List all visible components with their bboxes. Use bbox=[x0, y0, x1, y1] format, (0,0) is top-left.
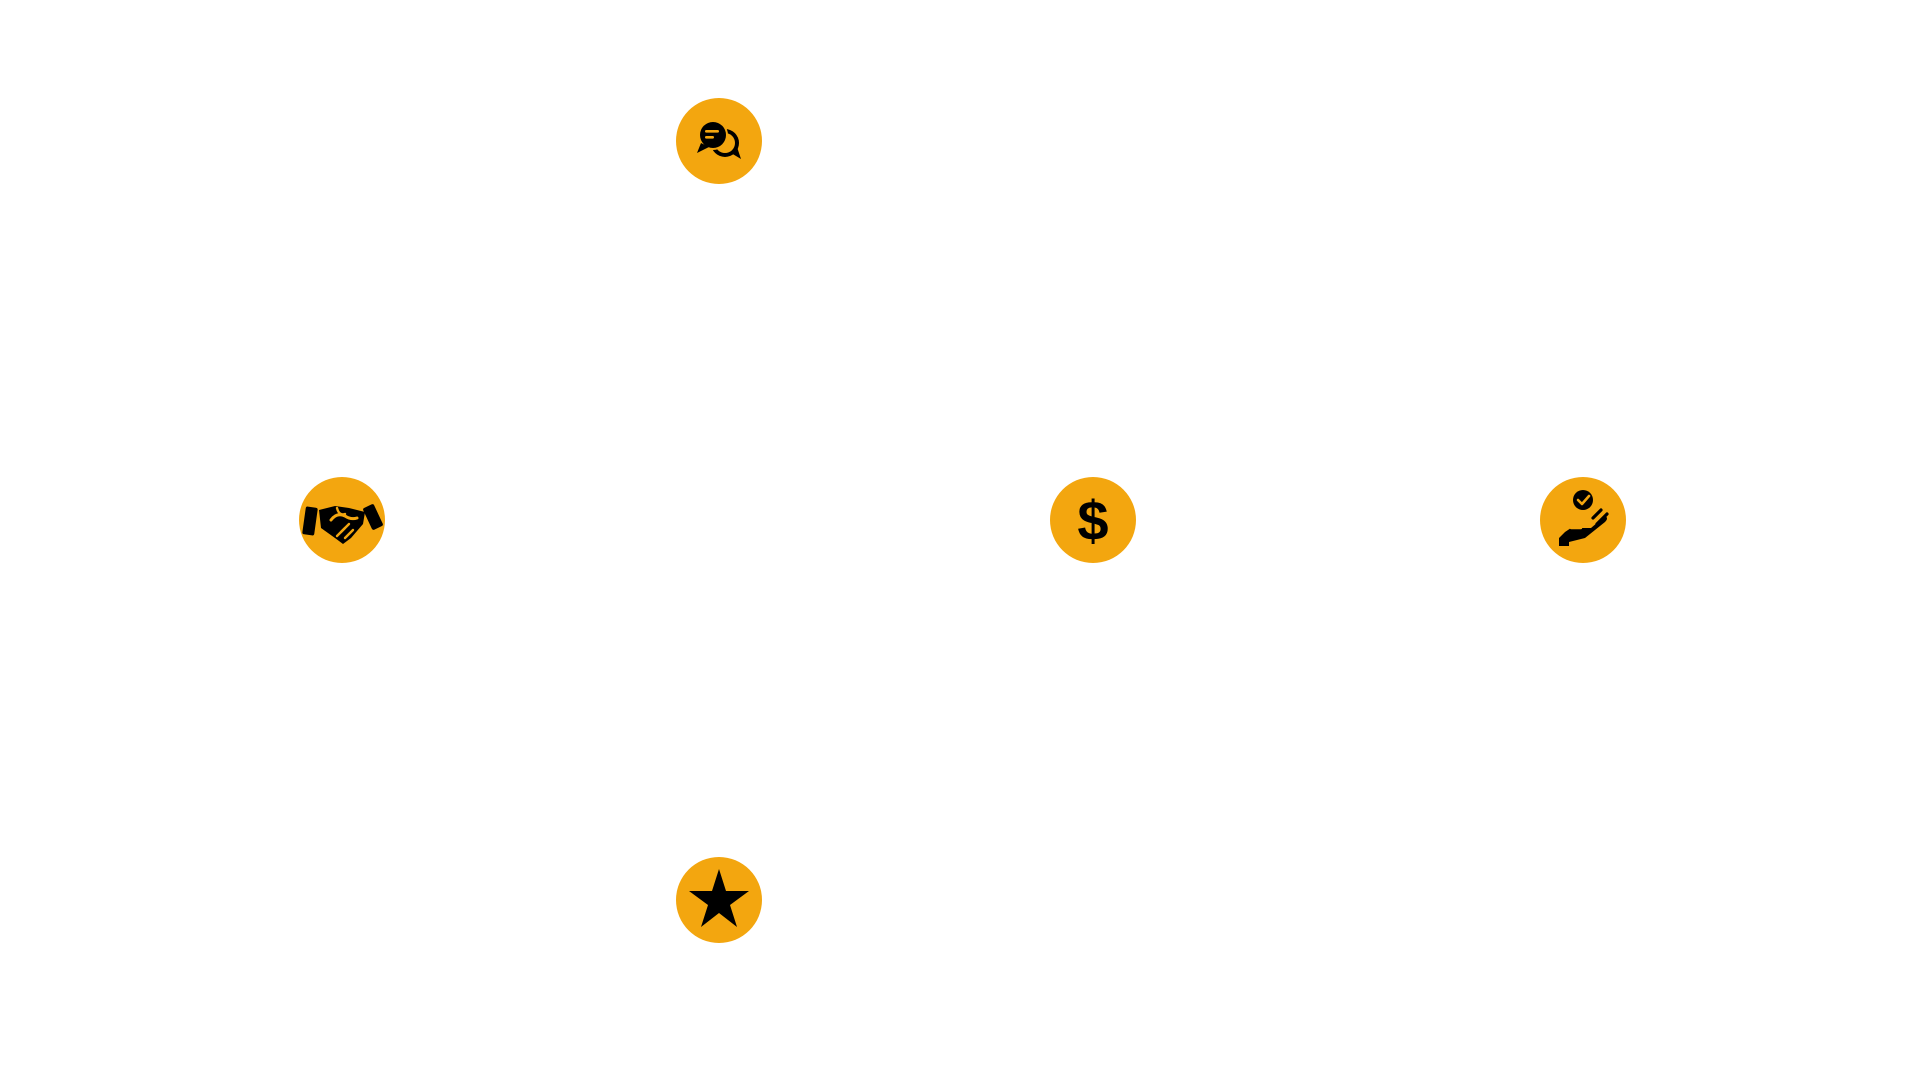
hand-check-icon bbox=[1559, 490, 1609, 546]
star-badge bbox=[676, 857, 762, 943]
handshake-icon bbox=[302, 504, 383, 544]
dollar-glyph: $ bbox=[1077, 490, 1108, 550]
hand-check-badge bbox=[1540, 477, 1626, 563]
chat-badge bbox=[676, 98, 762, 184]
dollar-badge: $ bbox=[1050, 477, 1136, 563]
star-icon bbox=[689, 869, 749, 927]
chat-bubbles-icon bbox=[697, 120, 741, 159]
dollar-icon: $ bbox=[1077, 490, 1108, 550]
handshake-badge bbox=[299, 477, 385, 563]
